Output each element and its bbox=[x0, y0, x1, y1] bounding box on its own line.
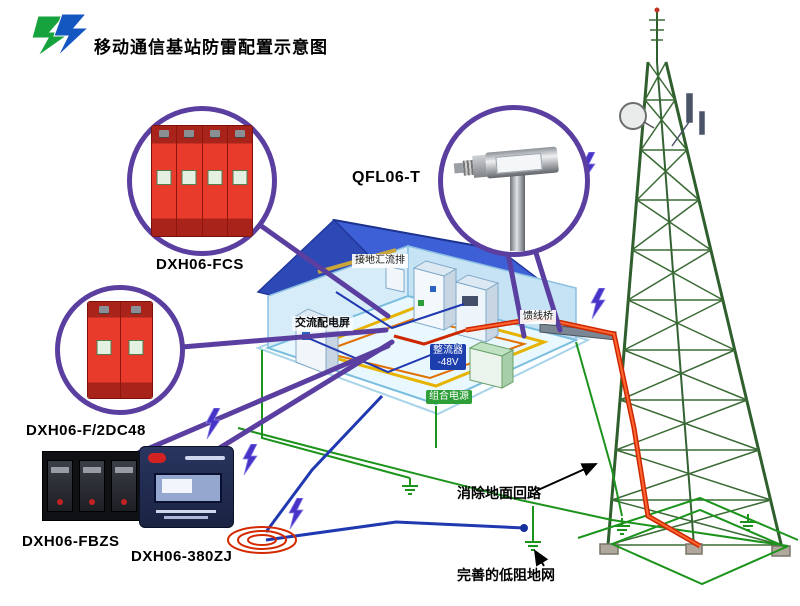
device-display bbox=[154, 473, 222, 503]
lightning-bolt-icon bbox=[242, 444, 258, 476]
label-dxh06-380zj: DXH06-380ZJ bbox=[131, 548, 233, 565]
page-title: 移动通信基站防雷配置示意图 bbox=[94, 38, 328, 57]
ground-network bbox=[237, 341, 799, 586]
label-combined-power: 组合电源 bbox=[426, 390, 472, 404]
spd-module bbox=[152, 126, 178, 236]
dxh06-fbzs-device bbox=[42, 451, 141, 521]
spd-module bbox=[88, 302, 121, 398]
spd-module bbox=[110, 460, 137, 512]
mounting-pole bbox=[510, 169, 525, 251]
spd-module bbox=[202, 126, 228, 236]
callout-circle-qfl06t bbox=[438, 105, 590, 257]
device-logo bbox=[148, 453, 166, 463]
spd-module bbox=[177, 126, 203, 236]
annotation-arrows bbox=[533, 463, 598, 567]
annotation-low-resistance-ground: 完善的低阻地网 bbox=[457, 567, 555, 583]
label-ac-distribution-panel: 交流配电屏 bbox=[292, 316, 353, 332]
label-qfl06t: QFL06-T bbox=[352, 169, 421, 186]
tower-mast bbox=[649, 7, 665, 62]
spd-module bbox=[227, 126, 252, 236]
label-dxh06-fbzs: DXH06-FBZS bbox=[22, 533, 120, 550]
microwave-dish bbox=[619, 102, 655, 130]
label-ground-busbar: 接地汇流排 bbox=[352, 254, 408, 268]
brand-logo bbox=[31, 13, 90, 57]
dxh06-f2dc48-device bbox=[87, 301, 153, 399]
label-dxh06-fcs: DXH06-FCS bbox=[156, 256, 244, 273]
callout-circle-dxh06-f2dc48 bbox=[55, 285, 185, 415]
dxh06-380zj-device bbox=[139, 446, 234, 528]
rectifier-voltage: -48V bbox=[437, 357, 459, 368]
lightning-bolt-icon bbox=[288, 498, 304, 530]
equipotential-ring bbox=[301, 306, 549, 388]
device-text-line bbox=[164, 516, 208, 519]
lightning-bolt-icon bbox=[590, 288, 606, 320]
label-rectifier: 整流器 -48V bbox=[430, 344, 466, 370]
label-feeder-bridge: 馈线桥 bbox=[520, 310, 556, 324]
rectifier-name: 整流器 bbox=[433, 345, 463, 356]
callout-circle-dxh06-fcs bbox=[127, 106, 277, 256]
coaxial-arrester bbox=[453, 146, 559, 182]
dxh06-fcs-device bbox=[151, 125, 253, 237]
ground-coil bbox=[227, 526, 297, 554]
tower-illustration bbox=[599, 7, 791, 557]
annotation-eliminate-ground-loop: 消除地面回路 bbox=[457, 485, 541, 501]
spd-module bbox=[78, 460, 105, 512]
device-title-line bbox=[185, 456, 225, 460]
device-text-line bbox=[156, 510, 216, 513]
panel-antennas bbox=[671, 93, 705, 147]
spd-module bbox=[46, 460, 73, 512]
callout-connectors bbox=[107, 215, 563, 468]
spd-module bbox=[120, 302, 152, 398]
label-dxh06-f2dc48: DXH06-F/2DC48 bbox=[26, 422, 146, 439]
qfl06t-device bbox=[444, 111, 584, 251]
tower-footings bbox=[599, 543, 791, 557]
